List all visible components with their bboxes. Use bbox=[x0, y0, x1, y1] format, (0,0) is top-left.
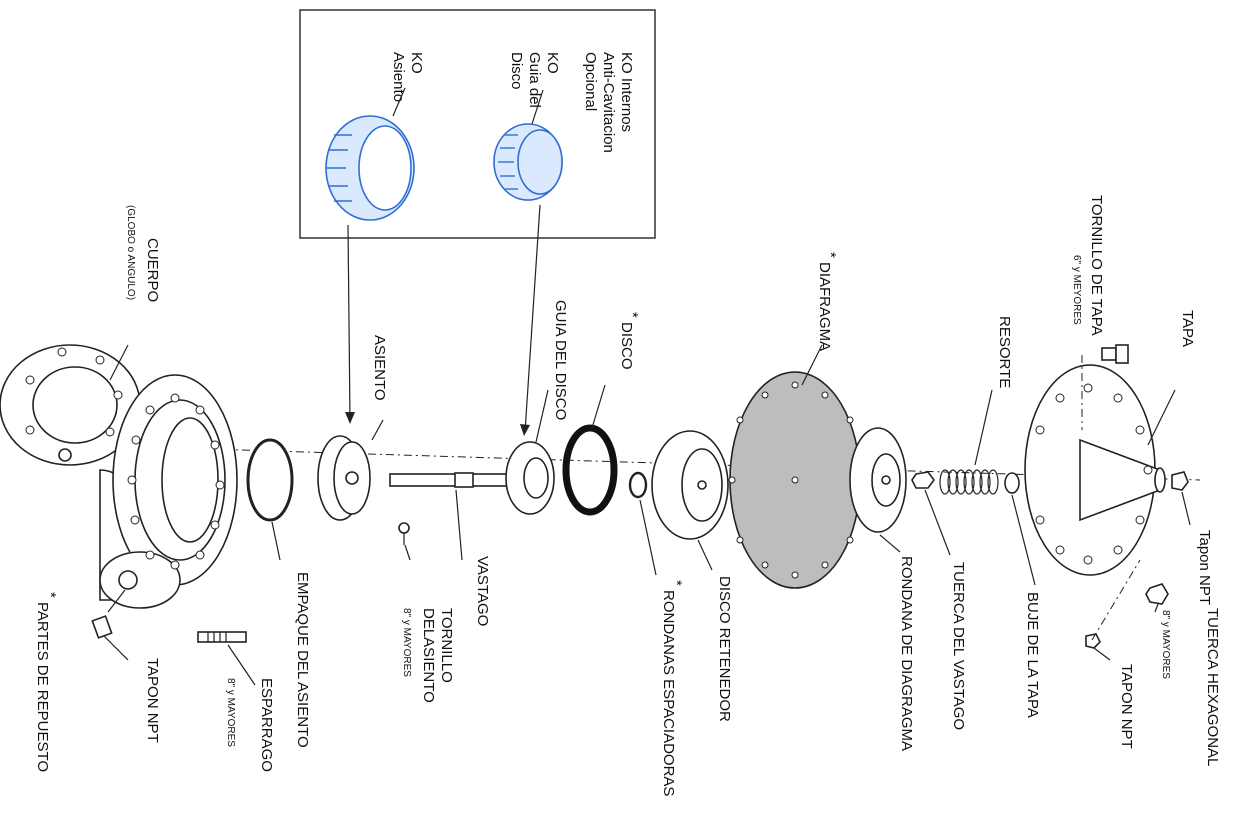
seat bbox=[317, 435, 371, 521]
label-tapa: TAPA bbox=[1179, 310, 1196, 347]
cover-bushing bbox=[1004, 472, 1020, 494]
stem bbox=[389, 472, 521, 545]
label-tornillo-asiento-2: DELASIENTO bbox=[420, 608, 437, 703]
leader-lines bbox=[103, 344, 1191, 686]
anti-cavitation-inset: KO Internos Anti-Cavitacion Opcional KO … bbox=[299, 9, 656, 239]
ko-seat-blue bbox=[325, 115, 415, 221]
hex-nut bbox=[1145, 583, 1169, 605]
label-rondanas-esp: RONDANAS ESPACIADORAS bbox=[660, 590, 677, 796]
label-cuerpo-sub: (GLOBO o ANGULO) bbox=[125, 205, 136, 300]
inset-guide-1: KO bbox=[544, 52, 561, 74]
inset-title-3: Opcional bbox=[582, 52, 599, 111]
label-rondanas-esp-star: * bbox=[668, 580, 685, 586]
disc bbox=[562, 424, 618, 516]
cover-bolt bbox=[1081, 344, 1129, 430]
cover-npt-plug bbox=[1085, 633, 1101, 649]
inset-seat-2: Asiento bbox=[390, 52, 407, 102]
label-disco-star: * bbox=[624, 312, 641, 318]
label-tornillo-asiento-1: TORNILLO bbox=[438, 608, 455, 683]
label-tapon-npt-top: Tapon NPT bbox=[1196, 530, 1213, 605]
body-npt-plug bbox=[91, 589, 126, 639]
disc-guide bbox=[505, 441, 555, 515]
label-cuerpo: CUERPO bbox=[144, 238, 161, 302]
label-tornillo-tapa: TORNILLO DE TAPA bbox=[1088, 195, 1105, 336]
label-disco-ret: DISCO RETENEDOR bbox=[716, 576, 733, 722]
ko-disc-guide-blue bbox=[493, 123, 563, 201]
label-guia: GUIA DEL DISCO bbox=[552, 300, 569, 420]
label-diafragma: DIAFRAGMA bbox=[816, 262, 833, 351]
label-tuerca-hex: TUERCA HEXAGONAL bbox=[1204, 608, 1221, 766]
valve-body bbox=[0, 344, 238, 609]
label-tuerca-hex-sub: 8" y MAYORES bbox=[1160, 610, 1171, 679]
label-partes-star: * bbox=[42, 592, 59, 598]
label-diafragma-star: * bbox=[822, 252, 839, 258]
label-tapon-npt-cover: TAPON NPT bbox=[1118, 664, 1135, 749]
cover bbox=[1024, 364, 1166, 576]
stud bbox=[197, 631, 247, 643]
inset-guide-2: Guia del bbox=[526, 52, 543, 108]
inset-title-2: Anti-Cavitacion bbox=[600, 52, 617, 153]
label-esparrago-sub: 8" y MAYORES bbox=[225, 678, 236, 747]
spring bbox=[939, 469, 999, 495]
label-empaque: EMPAQUE DEL ASIENTO bbox=[294, 572, 311, 748]
label-disco: DISCO bbox=[618, 322, 635, 370]
inset-title-1: KO Internos bbox=[618, 52, 635, 132]
label-asiento: ASIENTO bbox=[371, 335, 388, 401]
label-tornillo-asiento-sub: 8" y MAYORES bbox=[401, 608, 412, 677]
label-buje: BUJE DE LA TAPA bbox=[1024, 592, 1041, 718]
label-tuerca-vastago: TUERCA DEL VASTAGO bbox=[950, 562, 967, 730]
label-vastago: VASTAGO bbox=[474, 556, 491, 626]
label-resorte: RESORTE bbox=[996, 316, 1013, 388]
diaphragm-washer bbox=[849, 427, 907, 533]
inset-guide-3: Disco bbox=[508, 52, 525, 90]
spacer-washer bbox=[628, 471, 648, 499]
stem-nut bbox=[911, 471, 935, 489]
label-tapon-npt-body: TAPON NPT bbox=[144, 658, 161, 743]
disc-retainer bbox=[651, 430, 729, 540]
inset-seat-1: KO bbox=[408, 52, 425, 74]
diaphragm bbox=[728, 371, 862, 589]
seat-gasket bbox=[246, 438, 294, 522]
label-esparrago: ESPARRAGO bbox=[258, 678, 275, 772]
label-tornillo-tapa-sub: 6" y MEYORES bbox=[1071, 255, 1082, 325]
label-partes: PARTES DE REPUESTO bbox=[34, 602, 51, 772]
label-rondana-diag: RONDANA DE DIAGRAGMA bbox=[898, 556, 915, 751]
cover-npt-plug-top bbox=[1171, 471, 1189, 491]
